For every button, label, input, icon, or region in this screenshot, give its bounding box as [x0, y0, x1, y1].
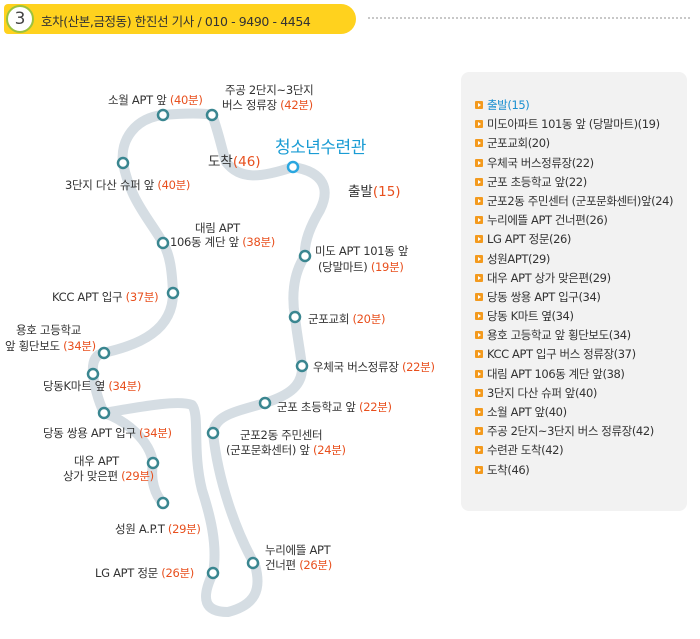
stop-list-item: 군포 초등학교 앞(22): [475, 173, 687, 192]
stop-list-item: 출발(15): [475, 96, 687, 115]
map-label-center1: 군포2동 주민센터: [240, 428, 323, 442]
map-label-lg: LG APT 정문 (26분): [95, 566, 194, 580]
route-title: 호차(산본,금정동) 한진선 기사 / 010 - 9490 - 4454: [41, 14, 311, 29]
route-line: [87, 108, 330, 617]
stop-marker: [156, 496, 170, 510]
stop-list-item: 수련관 도착(42): [475, 441, 687, 460]
stop-marker: [206, 426, 220, 440]
arrow-bullet-icon: [475, 158, 483, 167]
map-label-jugong1: 주공 2단지~3단지: [225, 83, 314, 97]
stop-marker: [156, 236, 170, 250]
map-label-daewoo1: 대우 APT: [74, 454, 119, 468]
stop-marker: [246, 556, 260, 570]
arrow-bullet-icon: [475, 331, 483, 340]
header-divider: [368, 17, 690, 19]
stop-marker: [288, 310, 302, 324]
map-label-jugong2: 버스 정류장 (42분): [222, 98, 313, 112]
map-label-gunpo-school: 군포 초등학교 앞 (22분): [277, 400, 392, 414]
map-label-yongho1: 용호 고등학교: [16, 323, 82, 337]
stop-list: 출발(15)미도아파트 101동 앞 (당말마트)(19)군포교회(20)우체국…: [461, 72, 687, 480]
stop-markers: [86, 108, 312, 580]
map-label-daerim2: 106동 계단 앞 (38분): [170, 235, 275, 249]
arrow-bullet-icon: [475, 388, 483, 397]
stop-marker: [97, 406, 111, 420]
arrow-bullet-icon: [475, 196, 483, 205]
stop-marker: [258, 396, 272, 410]
map-label-kmart: 당동K마트 옆 (34분): [43, 379, 142, 393]
stop-list-panel: 출발(15)미도아파트 101동 앞 (당말마트)(19)군포교회(20)우체국…: [461, 72, 687, 511]
map-label-yongho2: 앞 횡단보도 (34분): [5, 339, 96, 353]
stop-marker: [146, 456, 160, 470]
map-label-seongwon: 성원 A.P.T (29분): [115, 522, 201, 536]
stop-list-item: 군포교회(20): [475, 134, 687, 153]
map-label-nuri2: 건너편 (26분): [265, 558, 332, 572]
route-header: 3 호차(산본,금정동) 한진선 기사 / 010 - 9490 - 4454: [4, 4, 356, 34]
destination-marker: [286, 160, 300, 174]
map-label-mido1: 미도 APT 101동 앞: [315, 244, 409, 258]
route-number-badge: 3: [6, 5, 34, 33]
stop-list-item: 성원APT(29): [475, 250, 687, 269]
stop-list-item: 대우 APT 상가 맞은편(29): [475, 269, 687, 288]
stop-marker: [97, 346, 111, 360]
arrow-bullet-icon: [475, 120, 483, 129]
stop-marker: [295, 359, 309, 373]
arrow-bullet-icon: [475, 235, 483, 244]
arrow-bullet-icon: [475, 465, 483, 474]
stop-list-item: 3단지 다산 슈퍼 앞(40): [475, 384, 687, 403]
stop-list-item: 누리에뜰 APT 건너편(26): [475, 211, 687, 230]
stop-list-item: 소월 APT 앞(40): [475, 403, 687, 422]
stop-marker: [116, 156, 130, 170]
destination-label: 청소년수련관: [275, 138, 366, 158]
arrow-bullet-icon: [475, 350, 483, 359]
arrow-bullet-icon: [475, 177, 483, 186]
stop-list-item: 도착(46): [475, 461, 687, 480]
stop-list-item: 군포2동 주민센터 (군포문화센터)앞(24): [475, 192, 687, 211]
departure-label: 출발(15): [348, 184, 401, 200]
stop-list-item: 당동 쌍용 APT 입구(34): [475, 288, 687, 307]
stop-list-item: 용호 고등학교 앞 횡단보도(34): [475, 326, 687, 345]
map-label-gunpo-church: 군포교회 (20분): [308, 312, 386, 326]
stop-marker: [156, 108, 170, 122]
map-label-nuri1: 누리에뜰 APT: [265, 543, 331, 557]
arrow-bullet-icon: [475, 139, 483, 148]
arrow-bullet-icon: [475, 446, 483, 455]
map-label-udang: 우체국 버스정류장 (22분): [313, 360, 435, 374]
stop-marker: [86, 367, 100, 381]
map-label-daewoo2: 상가 맞은편 (29분): [63, 469, 154, 483]
arrow-bullet-icon: [475, 369, 483, 378]
route-map: [86, 108, 330, 617]
stop-marker: [298, 249, 312, 263]
map-label-center2: (군포문화센터) 앞 (24분): [226, 443, 346, 457]
map-label-somyeol: 소월 APT 앞 (40분): [108, 93, 203, 107]
map-label-ssangyong: 당동 쌍용 APT 입구 (34분): [43, 426, 172, 440]
stop-list-item: LG APT 정문(26): [475, 230, 687, 249]
arrow-bullet-icon: [475, 273, 483, 282]
arrow-bullet-icon: [475, 312, 483, 321]
stop-list-item: 우체국 버스정류장(22): [475, 154, 687, 173]
stop-list-item: 당동 K마트 옆(34): [475, 307, 687, 326]
arrow-bullet-icon: [475, 101, 483, 109]
stop-marker: [206, 566, 220, 580]
stop-marker: [166, 286, 180, 300]
map-label-kcc: KCC APT 입구 (37분): [52, 290, 159, 304]
arrow-bullet-icon: [475, 292, 483, 301]
arrow-bullet-icon: [475, 427, 483, 436]
arrow-bullet-icon: [475, 254, 483, 263]
stop-marker: [205, 108, 219, 122]
arrow-bullet-icon: [475, 216, 483, 225]
arrow-bullet-icon: [475, 408, 483, 416]
arrival-label: 도착(46): [208, 154, 261, 170]
stop-list-item: 미도아파트 101동 앞 (당말마트)(19): [475, 115, 687, 134]
map-label-daerim1: 대림 APT: [195, 221, 240, 235]
stop-list-item: 주공 2단지~3단지 버스 정류장(42): [475, 422, 687, 441]
stop-list-item: KCC APT 입구 버스 정류장(37): [475, 345, 687, 364]
map-label-mido2: (당말마트) (19분): [318, 260, 404, 274]
stop-list-item: 대림 APT 106동 계단 앞(38): [475, 365, 687, 384]
map-label-dasan: 3단지 다산 슈퍼 앞 (40분): [65, 178, 191, 192]
